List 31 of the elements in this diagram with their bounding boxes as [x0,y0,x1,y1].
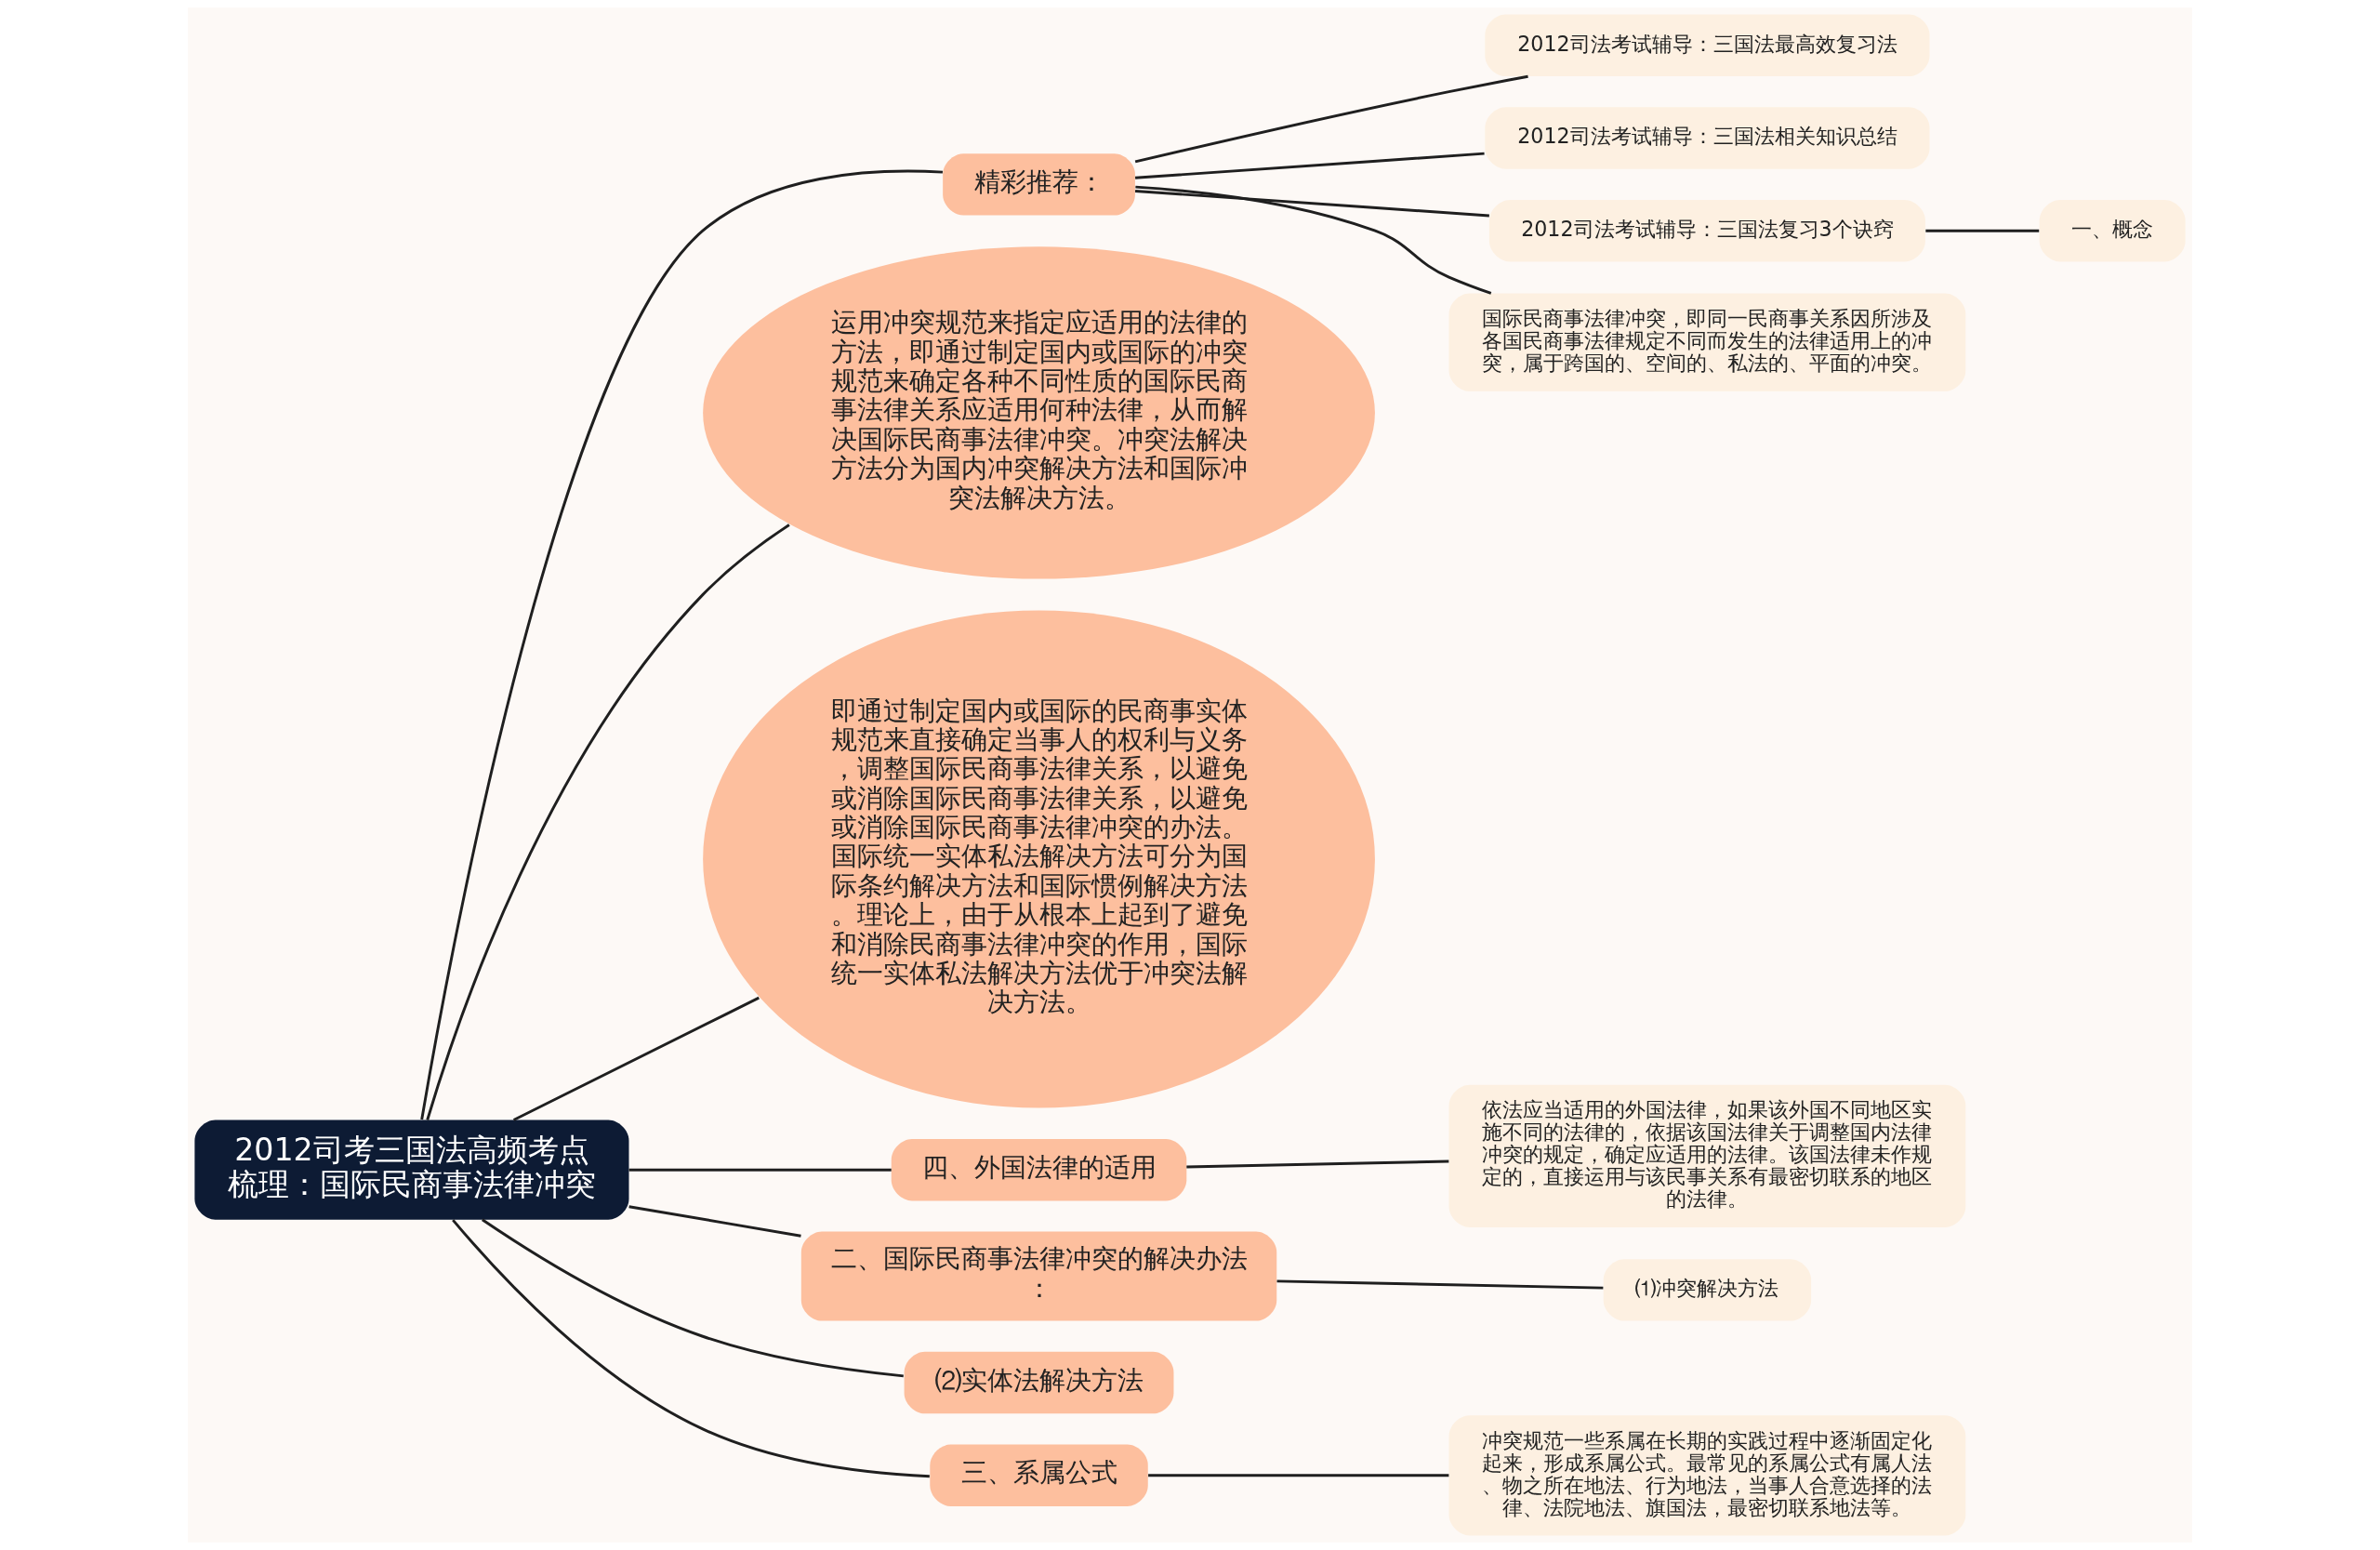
connector [452,1219,930,1478]
connector [482,1218,904,1378]
node-box: 一、概念 [2039,200,2186,262]
connector [628,1205,801,1238]
node-box: 国际民商事法律冲突，即同一民商事关系因所涉及各国民商事法律规定不同而发生的法律适用上的冲突，属于跨国的、空间的、私法的、平面的冲突。 [1448,293,1966,391]
connector [512,996,760,1121]
connector [1186,1159,1449,1169]
node-box: ⑵实体法解决方法 [904,1351,1174,1414]
connector [1276,1279,1604,1290]
node-box: ⑴冲突解决方法 [1603,1259,1812,1321]
connector [1134,152,1485,179]
node-box: 2012司法考试辅导：三国法相关知识总结 [1485,107,1930,169]
node-box: 四、外国法律的适用 [891,1138,1187,1201]
connector [1925,229,2040,232]
node-box: 二、国际民商事法律冲突的解决办法： [800,1231,1277,1321]
node-box: 2012司法考试辅导：三国法复习3个诀窍 [1488,200,1925,262]
connector [1135,185,1492,295]
connector [1134,190,1489,218]
connector [1148,1474,1449,1477]
connector [628,1168,892,1172]
node-box: 2012司法考试辅导：三国法最高效复习法 [1485,14,1930,77]
node-box: 三、系属公式 [930,1444,1148,1506]
node-box: 冲突规范一些系属在长期的实践过程中逐渐固定化起来，形成系属公式。最常见的系属公式有属人法、物之所在地法、行为地法，当事人合意选择的法律、法院地法、旗国法，最密切联系地法等。 [1448,1415,1966,1536]
node-box: 精彩推荐： [943,153,1135,216]
node-ellipse: 即通过制定国内或国际的民商事实体规范来直接确定当事人的权利与义务，调整国际民商事法律关系，以避免或消除国际民商事法律关系，以避免或消除国际民商事法律冲突的办法。国际统一实体私法解决方法可分为国际条约解决方法和国际惯例解决方法。理论上，由于从根本上起到了避免和消除民商事法律冲突的作用，国际统一实体私法解决方法优于冲突法解决方法。 [703,610,1375,1108]
connector [426,523,790,1120]
connector [1134,74,1528,164]
connector [420,169,943,1120]
node-ellipse: 运用冲突规范来指定应适用的法律的方法，即通过制定国内或国际的冲突规范来确定各种不同性质的国际民商事法律关系应适用何种法律，从而解决国际民商事法律冲突。冲突法解决方法分为国内冲突解决方法和国际冲突法解决方法。 [703,246,1375,579]
node-box: 2012司考三国法高频考点梳理：国际民商事法律冲突 [194,1119,629,1220]
node-box: 依法应当适用的外国法律，如果该外国不同地区实施不同的法律的，依据该国法律关于调整国内法律冲突的规定，确定应适用的法律。该国法律未作规定的，直接运用与该民事关系有最密切联系的地区的法律。 [1448,1084,1966,1227]
